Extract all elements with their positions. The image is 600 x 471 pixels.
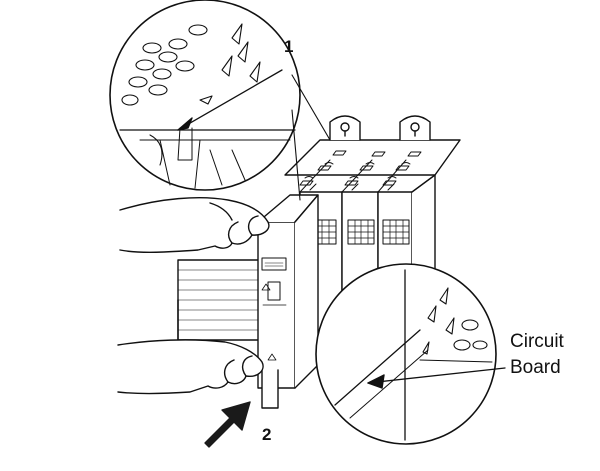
insert-direction-arrow [204,401,251,448]
detail-leader-top [291,74,331,141]
module-top-connectors [299,150,436,193]
callout-1-label: 1 [284,37,293,56]
detail-circle-bottom [315,263,506,445]
controller-module [257,194,319,409]
callout-2-label: 2 [262,425,271,444]
circuit-board-label-line2: Board [510,357,561,378]
circuit-board-label-line1: Circuit [510,331,565,352]
lower-hand [117,339,264,395]
detail-circle-top [109,0,301,191]
upper-hand [119,197,270,254]
